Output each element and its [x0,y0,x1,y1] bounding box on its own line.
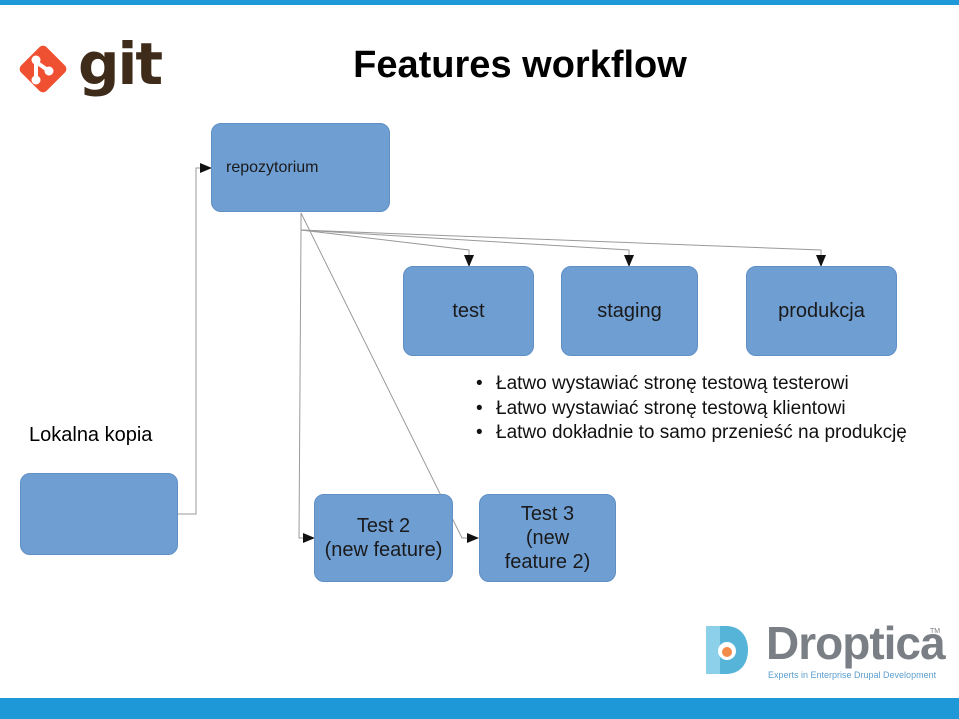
produkcja-node: produkcja [746,266,897,356]
repozytorium-label: repozytorium [226,158,319,176]
git-logo-icon [19,45,67,93]
top-accent-bar [0,0,959,5]
test3-label: Test 3 (new feature 2) [504,503,591,573]
benefit-item: Łatwo dokładnie to samo przenieść na pro… [474,421,914,446]
test2-node: Test 2 (new feature) [314,494,453,582]
droptica-tagline: Experts in Enterprise Drupal Development [768,670,937,680]
test3-node: Test 3 (new feature 2) [479,494,616,582]
droptica-tm: TM [930,628,941,635]
staging-label: staging [597,299,662,322]
test-node: test [403,266,534,356]
git-logo-text: git [78,30,163,98]
test2-label: Test 2 (new feature) [324,515,443,561]
bottom-accent-bar [0,698,959,719]
repozytorium-node: repozytorium [211,123,390,212]
staging-node: staging [561,266,698,356]
lokalna-kopia-label: Lokalna kopia [29,424,153,446]
droptica-logo-icon [706,626,748,674]
page-title: Features workflow [353,44,687,86]
droptica-name: Droptica [766,617,946,669]
benefit-item: Łatwo wystawiać stronę testową testerowi [474,372,914,397]
produkcja-label: produkcja [778,299,865,322]
benefit-item: Łatwo wystawiać stronę testową klientowi [474,397,914,422]
benefits-list: Łatwo wystawiać stronę testową testerowi… [474,372,914,446]
lokalna-kopia-node [20,473,178,555]
test-label: test [452,299,485,322]
